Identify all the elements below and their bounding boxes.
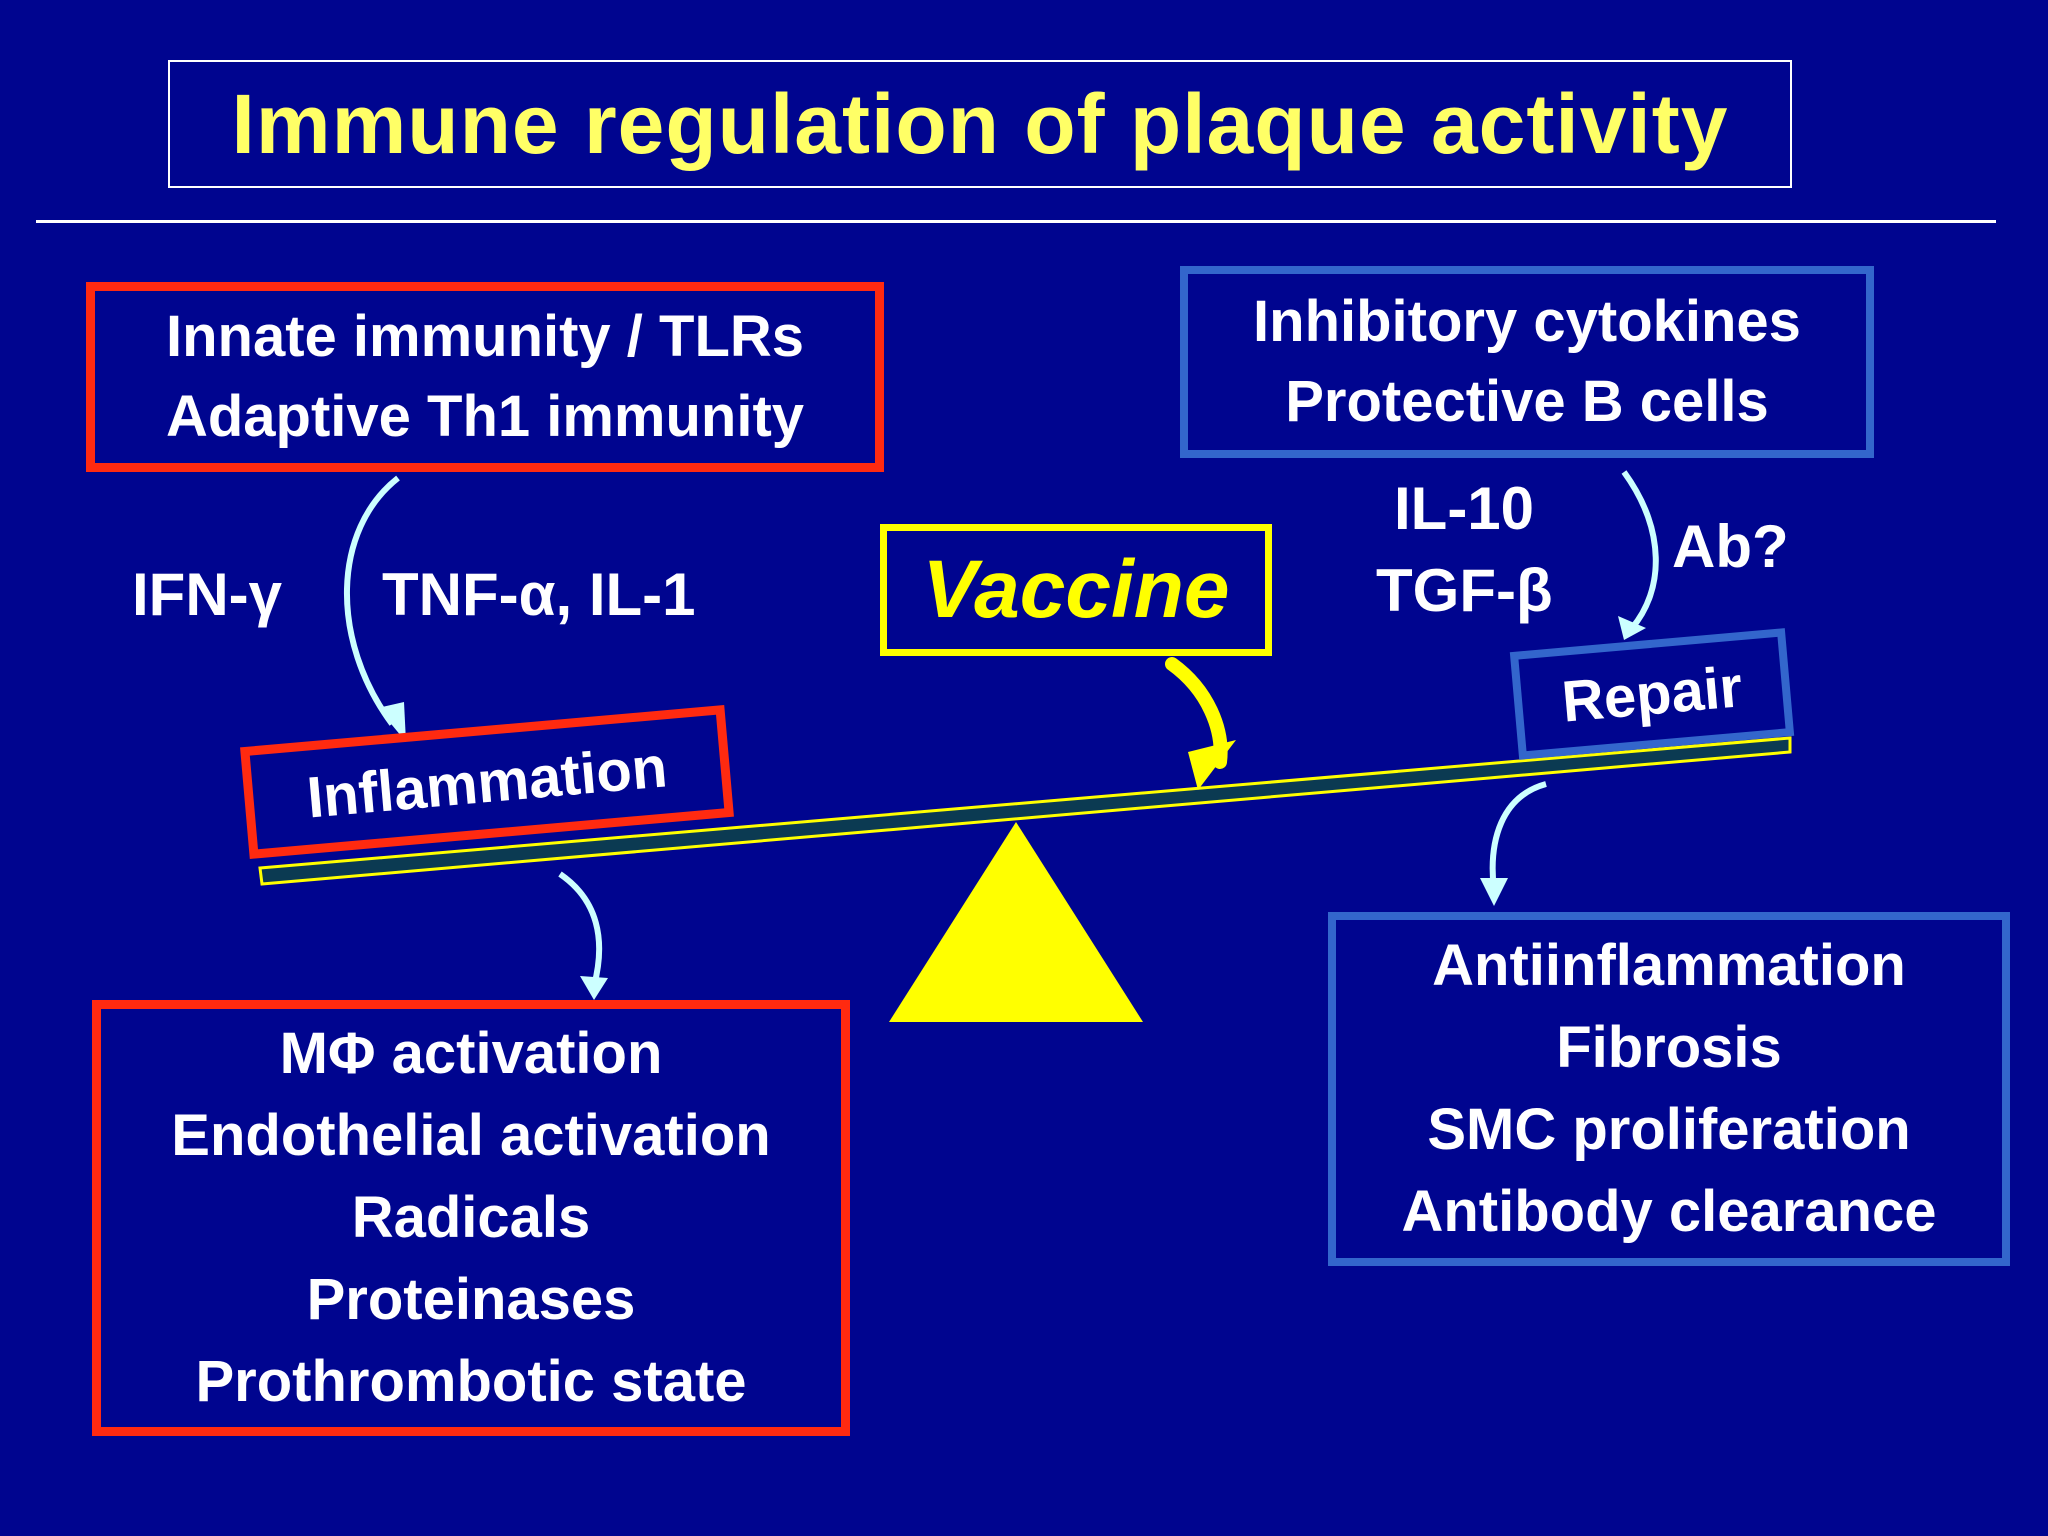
vaccine-label: Vaccine — [922, 544, 1230, 635]
arrow-to-right-bottom — [1489, 781, 1547, 891]
seesaw-beam — [258, 736, 1792, 886]
inhibitory-line: Inhibitory cytokines — [1253, 289, 1801, 354]
tnf-il1-label: TNF-α, IL-1 — [382, 561, 696, 628]
arrow-to-inflammation — [344, 475, 400, 726]
il10-label: IL-10 — [1394, 475, 1535, 542]
ifn-gamma-label: IFN-γ — [132, 561, 282, 628]
radicals-line: Radicals — [351, 1185, 591, 1250]
innate-line: Innate immunity / TLRs — [165, 304, 805, 369]
vaccine-arrowhead — [1188, 740, 1236, 790]
innate-adaptive-box: Innate immunity / TLRs Adaptive Th1 immu… — [86, 282, 884, 472]
fulcrum-triangle — [889, 822, 1143, 1022]
vaccine-box: Vaccine — [880, 524, 1272, 656]
macrophage-activation-line: MΦ activation — [279, 1021, 663, 1086]
prothrombotic-line: Prothrombotic state — [195, 1349, 747, 1414]
inflammation-label: Inflammation — [304, 733, 670, 831]
arrowhead-inflammation — [378, 702, 406, 742]
adaptive-line: Adaptive Th1 immunity — [165, 384, 805, 449]
title-box: Immune regulation of plaque activity — [168, 60, 1792, 188]
inflammation-effects-box: MΦ activation Endothelial activation Rad… — [92, 1000, 850, 1436]
arrow-to-left-bottom — [558, 871, 603, 987]
endothelial-activation-line: Endothelial activation — [171, 1103, 771, 1168]
arrowhead-right-bottom — [1480, 878, 1508, 906]
antiinflammation-line: Antiinflammation — [1432, 933, 1906, 998]
tgf-beta-label: TGF-β — [1376, 557, 1553, 624]
title-divider — [36, 220, 1996, 223]
arrowhead-repair — [1618, 616, 1646, 640]
proteinases-line: Proteinases — [306, 1267, 636, 1332]
protective-line: Protective B cells — [1285, 369, 1769, 434]
smc-proliferation-line: SMC proliferation — [1427, 1097, 1911, 1162]
repair-label: Repair — [1559, 653, 1745, 735]
antibody-clearance-line: Antibody clearance — [1401, 1179, 1937, 1244]
arrowhead-left-bottom — [580, 976, 608, 1000]
repair-effects-box: Antiinflammation Fibrosis SMC proliferat… — [1328, 912, 2010, 1266]
antibody-question-label: Ab? — [1672, 513, 1789, 580]
page-title: Immune regulation of plaque activity — [231, 76, 1729, 171]
fibrosis-line: Fibrosis — [1556, 1015, 1782, 1080]
arrow-to-repair — [1621, 470, 1659, 630]
inhibitory-protective-box: Inhibitory cytokines Protective B cells — [1180, 266, 1874, 458]
